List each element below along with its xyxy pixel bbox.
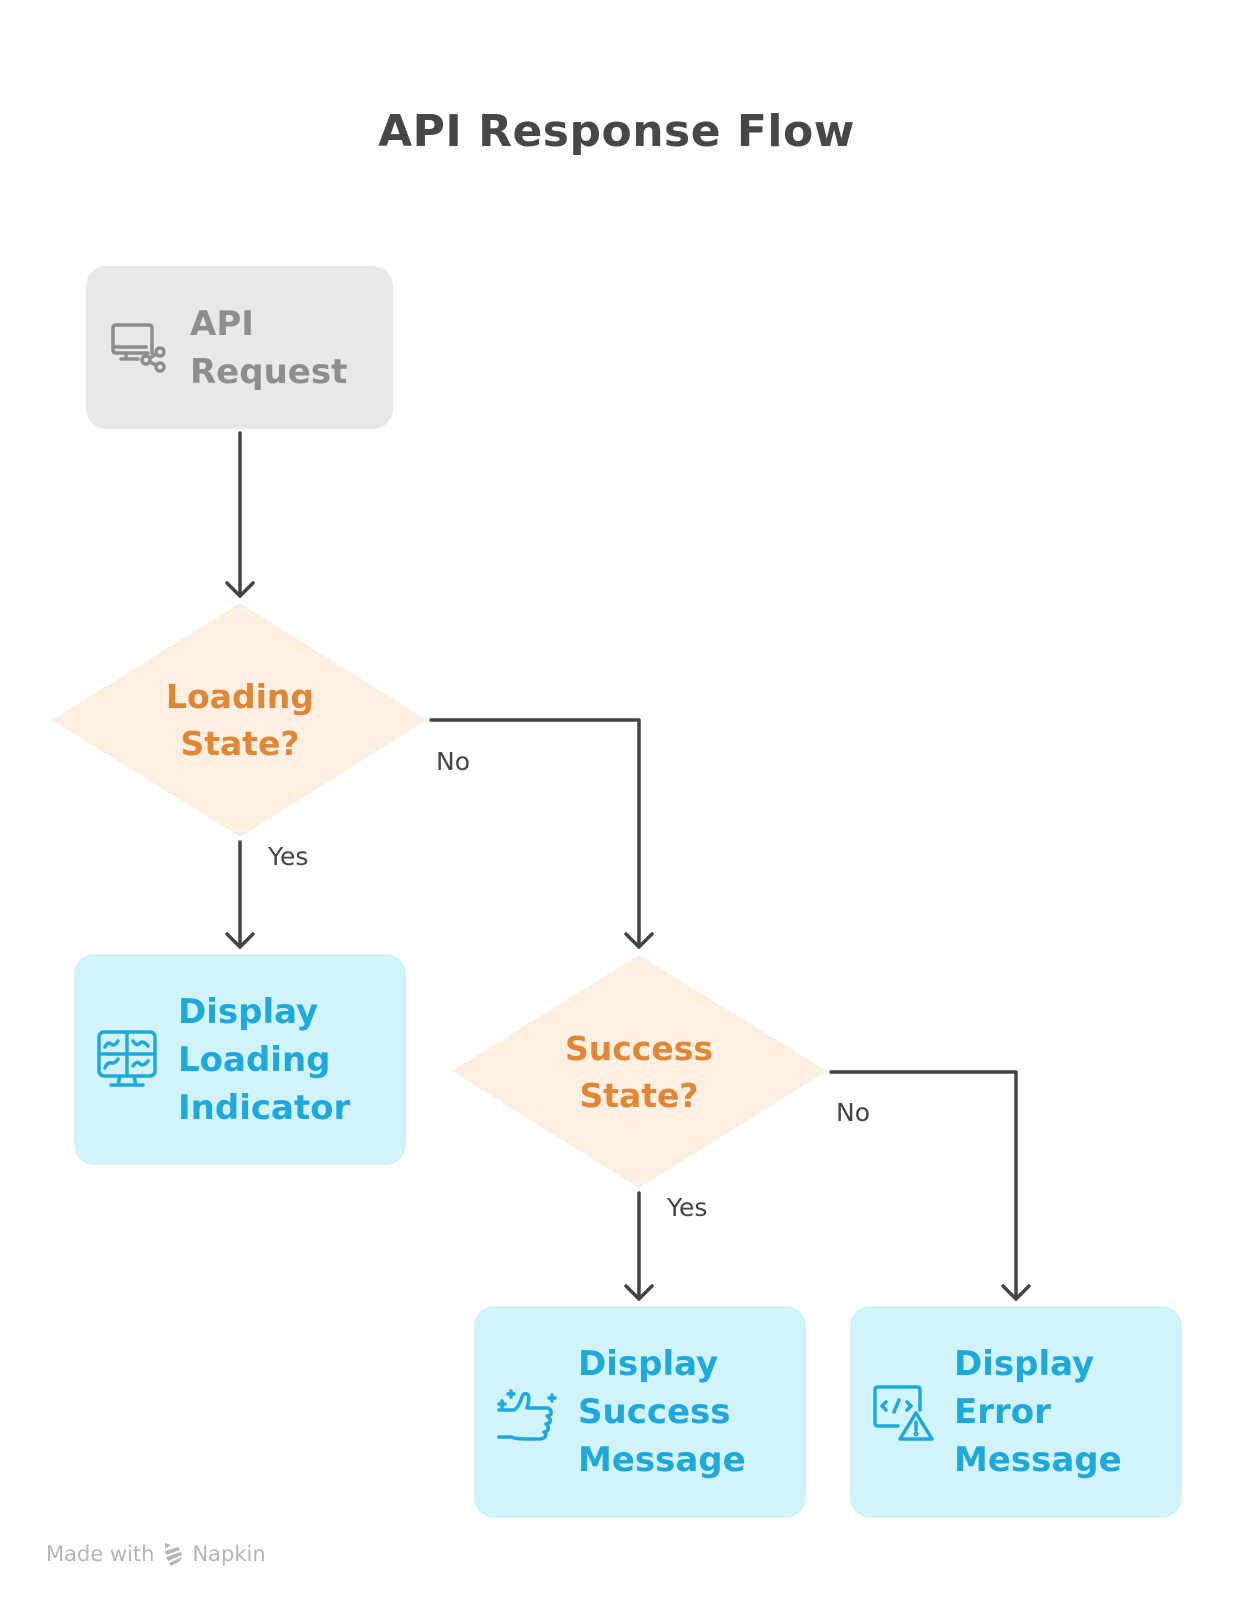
arrowhead-icon <box>225 581 255 598</box>
edge-label-success-yes: Yes <box>667 1193 708 1222</box>
label-line: Request <box>190 351 348 392</box>
loading-state-label: Loading State? <box>90 673 390 767</box>
edge-loading-no <box>429 718 641 949</box>
label-line: Message <box>578 1440 746 1480</box>
arrowhead-icon <box>624 932 654 949</box>
edge-label-loading-no: No <box>436 747 470 776</box>
label-line: Display <box>178 991 319 1032</box>
label-line: Success <box>564 1029 714 1068</box>
display-loading-node[interactable]: Display Loading Indicator <box>74 954 406 1165</box>
display-success-node[interactable]: Display Success Message <box>474 1306 806 1518</box>
display-error-node[interactable]: Display Error Message <box>850 1306 1182 1518</box>
arrowhead-icon <box>225 932 255 949</box>
edge-label-success-no: No <box>836 1098 870 1127</box>
edge-label-loading-yes: Yes <box>268 842 309 871</box>
display-success-label: Display Success Message <box>578 1340 746 1484</box>
label-line: Indicator <box>178 1087 351 1128</box>
monitor-share-icon <box>111 322 166 373</box>
napkin-logo-icon <box>165 1543 183 1566</box>
loading-state-diamond[interactable] <box>52 603 427 837</box>
label-line: Loading <box>165 677 315 716</box>
success-state-label: Success State? <box>489 1025 789 1119</box>
label-line: API <box>190 303 254 344</box>
label-line: Display <box>954 1344 1095 1384</box>
display-loading-label: Display Loading Indicator <box>178 988 350 1132</box>
diagram-title: API Response Flow <box>378 106 855 157</box>
label-line: Loading <box>178 1039 331 1080</box>
label-line: Message <box>954 1440 1122 1480</box>
label-line: State? <box>180 724 300 763</box>
arrowhead-icon <box>624 1284 654 1301</box>
label-line: Success <box>578 1392 731 1432</box>
label-line: Display <box>578 1344 719 1384</box>
api-request-label: API Request <box>190 300 347 396</box>
label-line: Error <box>954 1392 1051 1432</box>
edge-success-no <box>829 1070 1018 1301</box>
display-error-label: Display Error Message <box>954 1340 1122 1484</box>
code-warning-icon <box>873 1385 934 1441</box>
success-state-diamond[interactable] <box>452 955 827 1188</box>
api-request-node[interactable]: API Request <box>86 266 393 429</box>
footer-brand: Napkin <box>192 1542 266 1566</box>
dashboard-monitor-icon <box>97 1029 157 1087</box>
label-line: State? <box>579 1076 699 1115</box>
arrowhead-icon <box>1001 1284 1031 1301</box>
thumbs-up-sparkle-icon <box>497 1389 557 1441</box>
footer-prefix: Made with <box>46 1542 155 1566</box>
made-with-napkin-footer[interactable]: Made with Napkin <box>46 1541 266 1567</box>
